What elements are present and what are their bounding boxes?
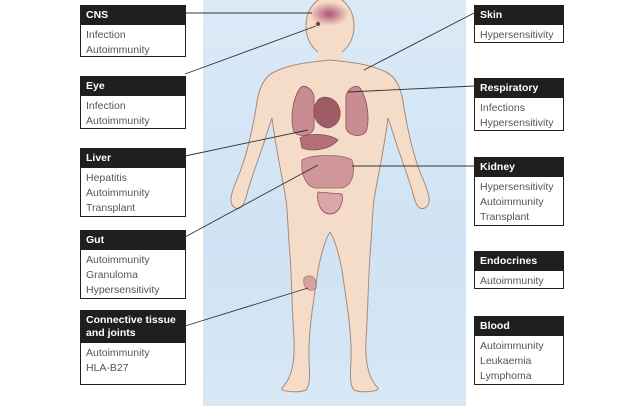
intestines	[301, 155, 354, 189]
leader-liver	[184, 129, 309, 157]
box-kidney-title: Kidney	[475, 158, 563, 177]
box-blood-item: Lymphoma	[480, 370, 532, 382]
box-cns-item: Autoimmunity	[86, 44, 150, 56]
brain-highlight	[309, 2, 349, 26]
box-connective-item: Autoimmunity	[86, 347, 150, 359]
box-skin-title: Skin	[475, 6, 563, 25]
box-gut: Gut Autoimmunity Granuloma Hypersensitiv…	[80, 230, 186, 299]
box-endocrines-item: Autoimmunity	[480, 275, 544, 287]
box-respiratory-item: Infections	[480, 102, 525, 114]
leader-eye	[184, 25, 317, 75]
box-kidney-item: Hypersensitivity	[480, 181, 554, 193]
box-respiratory-title: Respiratory	[475, 79, 563, 98]
leader-gut	[184, 164, 319, 238]
box-respiratory: Respiratory Infections Hypersensitivity	[474, 78, 564, 131]
leader-skin	[363, 12, 475, 71]
box-blood-item: Autoimmunity	[480, 340, 544, 352]
box-kidney: Kidney Hypersensitivity Autoimmunity Tra…	[474, 157, 564, 226]
right-lung	[291, 86, 315, 136]
box-connective-item: HLA-B27	[86, 362, 129, 374]
leader-connective	[184, 287, 309, 327]
box-gut-item: Granuloma	[86, 269, 138, 281]
organs	[291, 86, 369, 291]
box-liver-item: Transplant	[86, 202, 136, 214]
box-respiratory-item: Hypersensitivity	[480, 117, 554, 129]
heart	[313, 96, 341, 129]
box-eye-item: Infection	[86, 100, 126, 112]
box-liver: Liver Hepatitis Autoimmunity Transplant	[80, 148, 186, 217]
left-lung	[345, 86, 369, 136]
liver-organ	[299, 134, 339, 151]
box-gut-item: Hypersensitivity	[86, 284, 160, 296]
knee-joint	[303, 275, 317, 291]
box-liver-item: Hepatitis	[86, 172, 127, 184]
box-endocrines-title: Endocrines	[475, 252, 563, 271]
box-blood-item: Leukaemia	[480, 355, 532, 367]
box-cns-title: CNS	[81, 6, 185, 25]
box-eye-title: Eye	[81, 77, 185, 96]
box-kidney-item: Transplant	[480, 211, 530, 223]
box-eye: Eye Infection Autoimmunity	[80, 76, 186, 129]
box-endocrines: Endocrines Autoimmunity	[474, 251, 564, 289]
bladder	[317, 191, 343, 215]
box-cns: CNS Infection Autoimmunity	[80, 5, 186, 57]
box-liver-title: Liver	[81, 149, 185, 168]
box-skin: Skin Hypersensitivity	[474, 5, 564, 43]
box-kidney-item: Autoimmunity	[480, 196, 544, 208]
box-skin-item: Hypersensitivity	[480, 29, 554, 41]
box-gut-item: Autoimmunity	[86, 254, 150, 266]
box-gut-title: Gut	[81, 231, 185, 250]
box-eye-item: Autoimmunity	[86, 115, 150, 127]
eye-mark	[315, 21, 321, 27]
box-liver-item: Autoimmunity	[86, 187, 150, 199]
box-connective: Connective tissue and joints Autoimmunit…	[80, 310, 186, 385]
box-connective-title: Connective tissue and joints	[81, 311, 185, 343]
box-blood-title: Blood	[475, 317, 563, 336]
box-blood: Blood Autoimmunity Leukaemia Lymphoma	[474, 316, 564, 385]
box-cns-item: Infection	[86, 29, 126, 41]
leader-respiratory	[347, 85, 475, 93]
